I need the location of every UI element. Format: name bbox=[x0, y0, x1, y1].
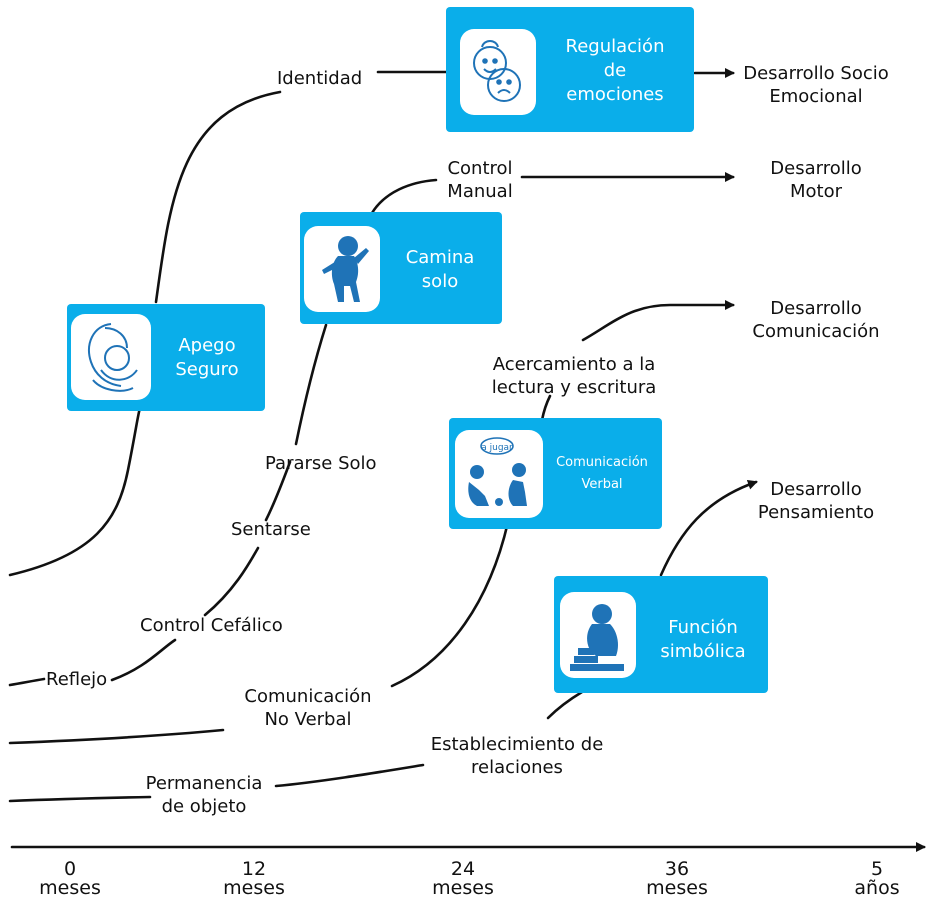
babies-faces-icon bbox=[460, 29, 536, 115]
area-comunicacion-line-2: Comunicación bbox=[752, 321, 880, 342]
path-motor-lower bbox=[8, 677, 46, 687]
card-camina-label: Camina solo bbox=[384, 246, 496, 294]
step-comunicacion-no-verbal: Comunicación No Verbal bbox=[244, 685, 371, 731]
path-motor-pararse bbox=[294, 323, 328, 446]
tick-24-meses: 24 meses bbox=[432, 860, 494, 898]
path-comunicacion-acercamiento bbox=[540, 394, 552, 422]
card-comunicacion-verbal-label: Comunicación Verbal bbox=[545, 452, 659, 496]
step-permanencia: Permanencia de objeto bbox=[146, 772, 263, 818]
card-funcion-line-1: Función bbox=[668, 617, 738, 638]
path-pensamiento-establecimiento bbox=[546, 690, 584, 720]
child-stacking-blocks-icon bbox=[560, 592, 636, 678]
step-pararse-solo: Pararse Solo bbox=[265, 453, 377, 474]
area-pensamiento-line-1: Desarrollo bbox=[770, 479, 862, 500]
step-comunicacion-no-verbal-line-2: No Verbal bbox=[264, 709, 352, 730]
step-control-manual: Control Manual bbox=[447, 157, 512, 203]
area-socio-emocional-line-2: Emocional bbox=[769, 86, 863, 107]
card-camina-solo: Camina solo bbox=[300, 212, 502, 324]
step-identidad: Identidad bbox=[277, 68, 363, 89]
tick-5-unit: años bbox=[854, 877, 900, 899]
card-apego-line-1: Apego bbox=[178, 335, 236, 356]
path-socio-emocional-lower bbox=[8, 406, 142, 577]
step-control-cefalico: Control Cefálico bbox=[140, 615, 283, 636]
path-motor-reflejo bbox=[110, 638, 177, 682]
step-control-manual-line-1: Control bbox=[447, 158, 513, 179]
card-regulacion-line-2: de bbox=[603, 60, 627, 81]
path-comunicacion-mid bbox=[390, 520, 510, 688]
path-motor-sentarse bbox=[264, 460, 292, 522]
step-control-manual-line-2: Manual bbox=[447, 181, 513, 202]
tick-0-value: 0 bbox=[63, 858, 77, 880]
tick-36-value: 36 bbox=[664, 858, 690, 880]
path-motor-cefalico bbox=[203, 546, 260, 617]
card-funcion-simbolica: Función simbólica bbox=[554, 576, 768, 693]
a-jugar-badge: a jugar bbox=[481, 443, 513, 453]
tick-12-unit: meses bbox=[223, 877, 285, 899]
card-regulacion-line-3: emociones bbox=[566, 84, 664, 105]
area-pensamiento: Desarrollo Pensamiento bbox=[758, 478, 874, 524]
card-funcion-line-2: simbólica bbox=[660, 641, 746, 662]
step-permanencia-line-2: de objeto bbox=[161, 796, 247, 817]
card-comunicacion-line-2: Verbal bbox=[581, 477, 623, 492]
card-comunicacion-line-1: Comunicación bbox=[556, 455, 648, 470]
tick-12-meses: 12 meses bbox=[223, 860, 285, 898]
area-motor: Desarrollo Motor bbox=[770, 157, 861, 203]
step-sentarse: Sentarse bbox=[231, 519, 311, 540]
card-funcion-label: Función simbólica bbox=[642, 616, 764, 664]
path-motor-upper bbox=[370, 178, 438, 215]
mother-baby-icon bbox=[71, 314, 151, 400]
step-acercamiento-line-2: lectura y escritura bbox=[491, 377, 657, 398]
path-pensamiento-lower bbox=[8, 795, 152, 803]
card-apego-seguro: Apego Seguro bbox=[67, 304, 265, 411]
area-comunicacion-line-1: Desarrollo bbox=[770, 298, 862, 319]
tick-24-unit: meses bbox=[432, 877, 494, 899]
tick-12-value: 12 bbox=[241, 858, 267, 880]
tick-0-meses: 0 meses bbox=[39, 860, 101, 898]
step-establecimiento-line-1: Establecimiento de bbox=[430, 734, 604, 755]
card-comunicacion-verbal: a jugar Comunicación Verbal bbox=[449, 418, 662, 529]
step-establecimiento-line-2: relaciones bbox=[471, 757, 563, 778]
tick-5-anos: 5 años bbox=[854, 860, 899, 898]
card-apego-line-2: Seguro bbox=[175, 359, 239, 380]
tick-36-unit: meses bbox=[646, 877, 708, 899]
step-reflejo: Reflejo bbox=[46, 669, 108, 690]
step-permanencia-line-1: Permanencia bbox=[145, 773, 263, 794]
path-socio-emocional-upper bbox=[154, 90, 282, 304]
step-comunicacion-no-verbal-line-1: Comunicación bbox=[244, 686, 372, 707]
step-acercamiento-line-1: Acercamiento a la bbox=[492, 354, 656, 375]
area-socio-emocional: Desarrollo Socio Emocional bbox=[743, 62, 889, 108]
area-socio-emocional-line-1: Desarrollo Socio bbox=[743, 63, 889, 84]
arrow-pensamiento bbox=[659, 479, 758, 577]
tick-36-meses: 36 meses bbox=[646, 860, 708, 898]
tick-24-value: 24 bbox=[450, 858, 476, 880]
area-pensamiento-line-2: Pensamiento bbox=[757, 502, 875, 523]
arrow-comunicacion bbox=[581, 300, 735, 342]
card-regulacion-emociones: Regulación de emociones bbox=[446, 7, 694, 132]
area-motor-line-1: Desarrollo bbox=[770, 158, 862, 179]
card-regulacion-label: Regulación de emociones bbox=[540, 35, 690, 107]
path-pensamiento-permanencia bbox=[274, 763, 425, 788]
tick-5-value: 5 bbox=[870, 858, 884, 880]
area-motor-line-2: Motor bbox=[789, 181, 842, 202]
children-playing-icon: a jugar bbox=[455, 430, 543, 518]
tick-0-unit: meses bbox=[39, 877, 101, 899]
step-establecimiento: Establecimiento de relaciones bbox=[431, 733, 604, 779]
card-apego-label: Apego Seguro bbox=[153, 334, 261, 382]
area-comunicacion: Desarrollo Comunicación bbox=[752, 297, 879, 343]
card-camina-line-1: Camina bbox=[405, 247, 475, 268]
card-camina-line-2: solo bbox=[421, 271, 459, 292]
path-comunicacion-lower bbox=[8, 728, 225, 745]
walking-baby-icon bbox=[304, 226, 380, 312]
step-acercamiento: Acercamiento a la lectura y escritura bbox=[492, 353, 657, 399]
card-regulacion-line-1: Regulación bbox=[565, 36, 665, 57]
